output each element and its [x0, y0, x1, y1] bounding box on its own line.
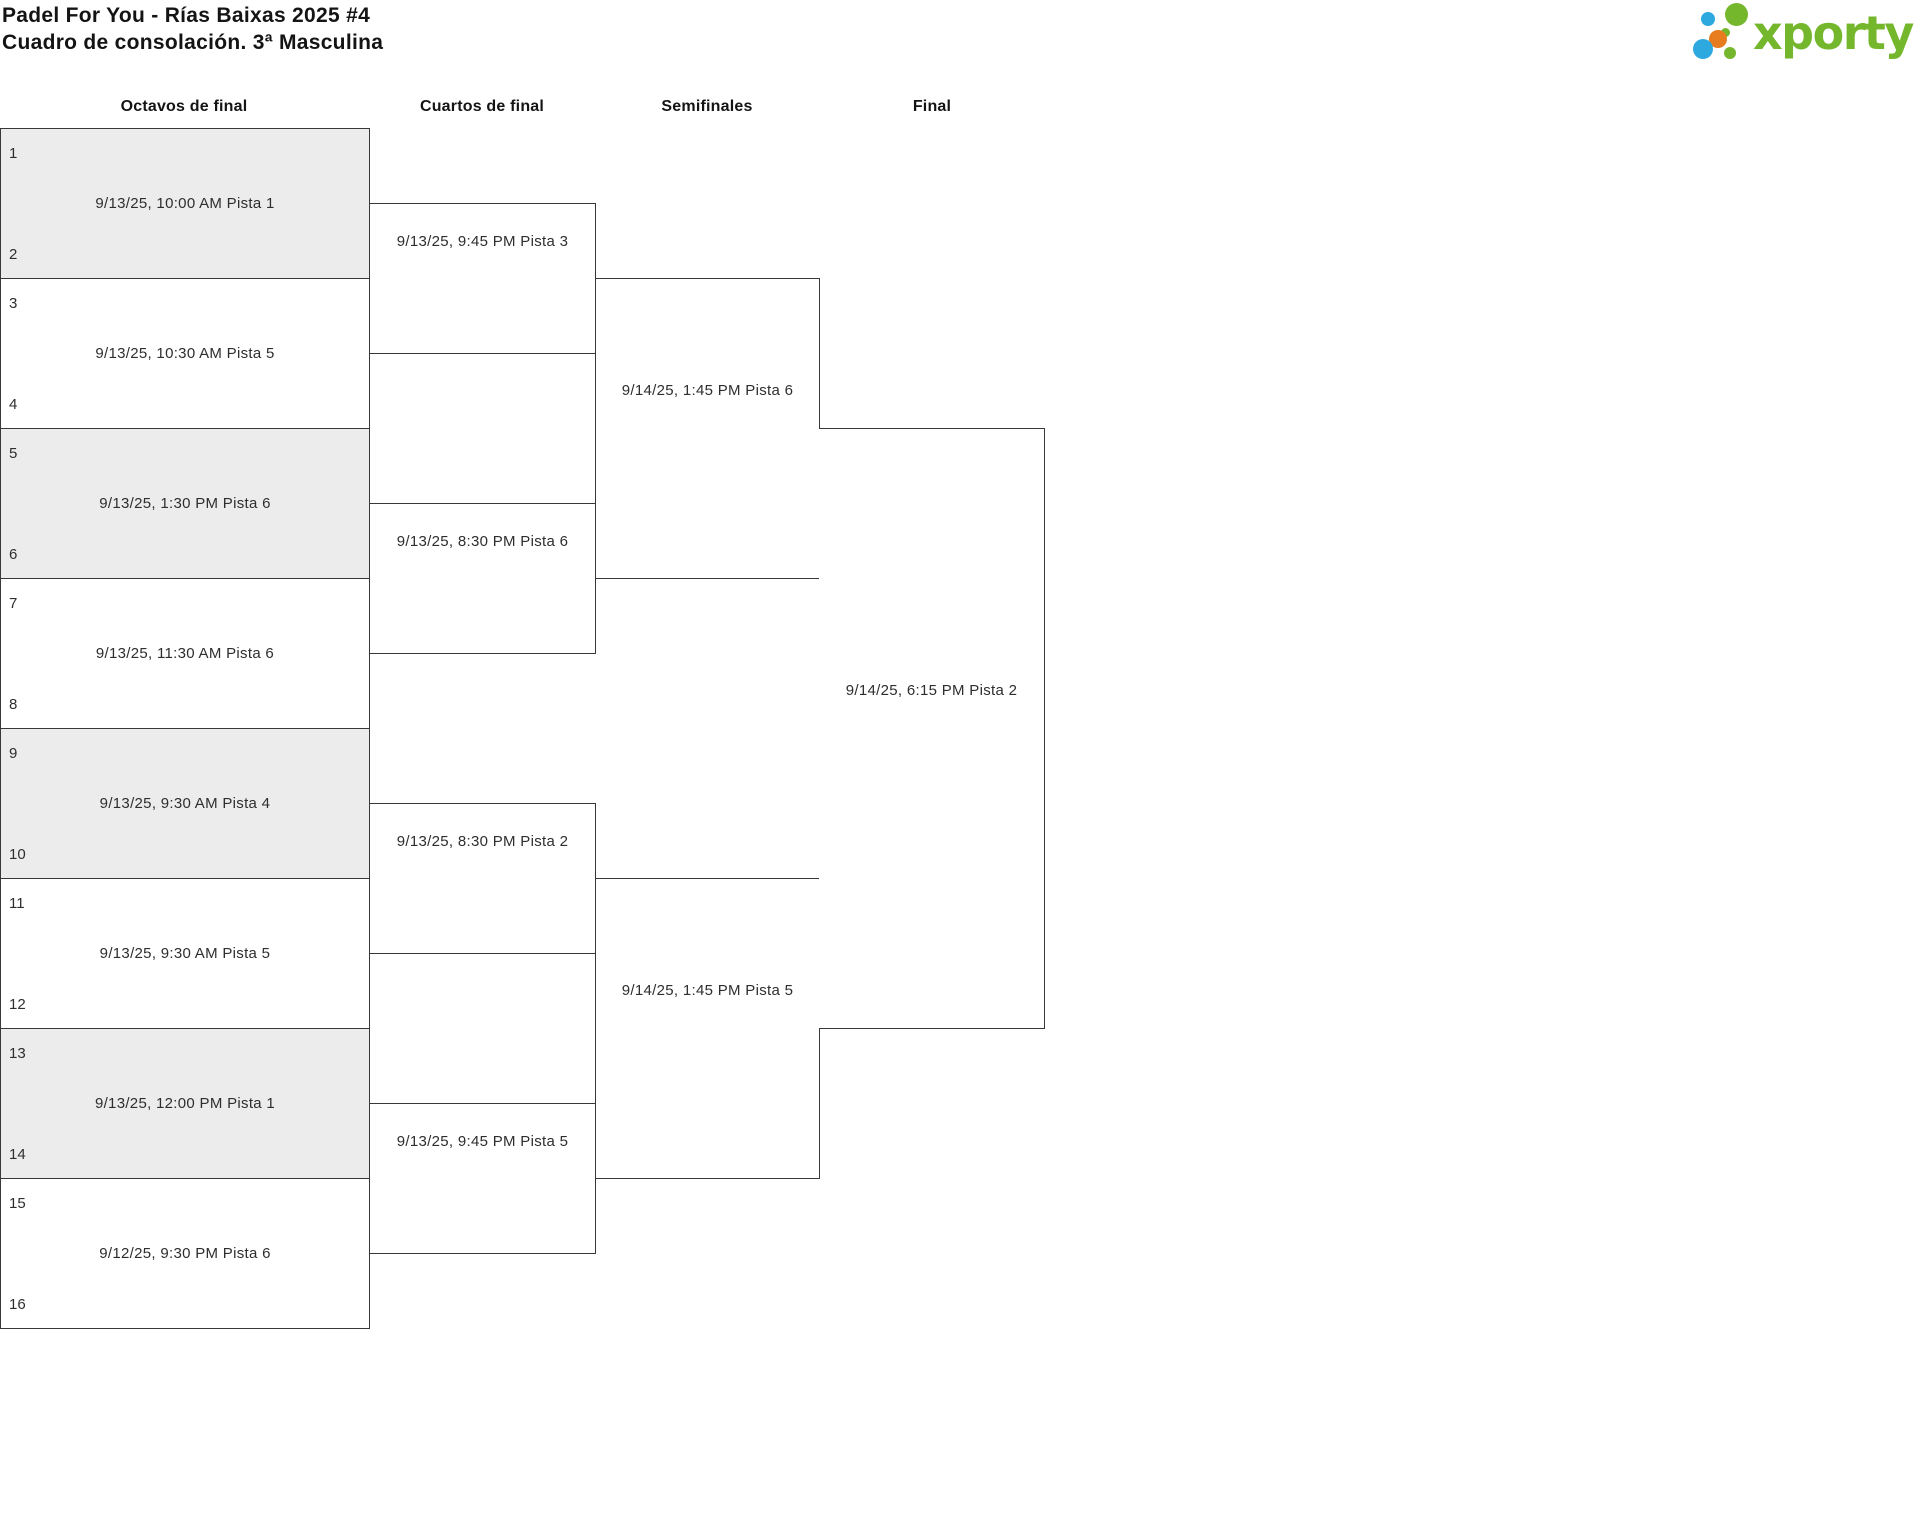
sf-match-1[interactable]: 9/14/25, 1:45 PM Pista 6: [595, 278, 820, 579]
r16-match-4[interactable]: 7 9/13/25, 11:30 AM Pista 6 8: [0, 578, 370, 729]
seed-number: 6: [9, 546, 18, 563]
match-schedule: 9/13/25, 9:45 PM Pista 5: [396, 1133, 569, 1150]
qf-match-3[interactable]: 9/13/25, 8:30 PM Pista 2: [369, 803, 596, 954]
match-schedule: 9/13/25, 12:00 PM Pista 1: [94, 1095, 276, 1112]
seed-number: 2: [9, 246, 18, 263]
final-match[interactable]: 9/14/25, 6:15 PM Pista 2: [819, 428, 1045, 1029]
r16-match-1[interactable]: 1 9/13/25, 10:00 AM Pista 1 2: [0, 128, 370, 279]
qf-match-2[interactable]: 9/13/25, 8:30 PM Pista 6: [369, 503, 596, 654]
r16-match-8[interactable]: 15 9/12/25, 9:30 PM Pista 6 16: [0, 1178, 370, 1329]
match-schedule: 9/13/25, 9:30 AM Pista 4: [99, 795, 271, 812]
match-schedule: 9/14/25, 1:45 PM Pista 5: [621, 982, 794, 999]
seed-number: 7: [9, 595, 18, 612]
seed-number: 1: [9, 145, 18, 162]
r16-match-6[interactable]: 11 9/13/25, 9:30 AM Pista 5 12: [0, 878, 370, 1029]
r16-match-3[interactable]: 5 9/13/25, 1:30 PM Pista 6 6: [0, 428, 370, 579]
seed-number: 9: [9, 745, 18, 762]
seed-number: 15: [9, 1195, 26, 1212]
match-schedule: 9/13/25, 1:30 PM Pista 6: [99, 495, 271, 512]
logo-dot-orange-icon: [1709, 30, 1727, 48]
logo-dot-green-tiny-icon: [1721, 28, 1730, 37]
match-schedule: 9/13/25, 11:30 AM Pista 6: [95, 645, 275, 662]
match-schedule: 9/13/25, 9:30 AM Pista 5: [99, 945, 271, 962]
round-header-octavos: Octavos de final: [120, 98, 248, 115]
seed-number: 14: [9, 1146, 26, 1163]
match-schedule: 9/13/25, 9:45 PM Pista 3: [396, 233, 569, 250]
match-schedule: 9/13/25, 10:00 AM Pista 1: [95, 195, 275, 212]
logo-dot-blue-big-icon: [1693, 39, 1713, 59]
round-header-final: Final: [912, 98, 952, 115]
seed-number: 5: [9, 445, 18, 462]
match-schedule: 9/12/25, 9:30 PM Pista 6: [99, 1245, 271, 1262]
seed-number: 4: [9, 396, 18, 413]
logo-dot-green-small-icon: [1724, 47, 1736, 59]
sf-match-2[interactable]: 9/14/25, 1:45 PM Pista 5: [595, 878, 820, 1179]
seed-number: 3: [9, 295, 18, 312]
r16-match-5[interactable]: 9 9/13/25, 9:30 AM Pista 4 10: [0, 728, 370, 879]
r16-match-2[interactable]: 3 9/13/25, 10:30 AM Pista 5 4: [0, 278, 370, 429]
page-subtitle: Cuadro de consolación. 3ª Masculina: [2, 31, 384, 54]
match-schedule: 9/13/25, 8:30 PM Pista 2: [396, 833, 569, 850]
seed-number: 11: [9, 895, 25, 912]
seed-number: 8: [9, 696, 18, 713]
r16-match-7[interactable]: 13 9/13/25, 12:00 PM Pista 1 14: [0, 1028, 370, 1179]
seed-number: 13: [9, 1045, 26, 1062]
logo-dot-green-big-icon: [1725, 3, 1748, 26]
match-schedule: 9/13/25, 8:30 PM Pista 6: [396, 533, 569, 550]
seed-number: 16: [9, 1296, 26, 1313]
page-title-block: Padel For You - Rías Baixas 2025 #4 Cuad…: [2, 2, 383, 56]
logo-dot-blue-small-icon: [1701, 12, 1715, 26]
round-header-cuartos: Cuartos de final: [419, 98, 545, 115]
qf-match-4[interactable]: 9/13/25, 9:45 PM Pista 5: [369, 1103, 596, 1254]
match-schedule: 9/13/25, 10:30 AM Pista 5: [95, 345, 275, 362]
xporty-logo[interactable]: xporty: [1690, 0, 1920, 66]
qf-match-1[interactable]: 9/13/25, 9:45 PM Pista 3: [369, 203, 596, 354]
seed-number: 10: [9, 846, 26, 863]
page-title: Padel For You - Rías Baixas 2025 #4: [2, 4, 371, 27]
round-header-semifinales: Semifinales: [661, 98, 753, 115]
logo-wordmark: xporty: [1753, 6, 1914, 60]
match-schedule: 9/14/25, 6:15 PM Pista 2: [845, 682, 1018, 699]
seed-number: 12: [9, 996, 26, 1013]
match-schedule: 9/14/25, 1:45 PM Pista 6: [621, 382, 794, 399]
